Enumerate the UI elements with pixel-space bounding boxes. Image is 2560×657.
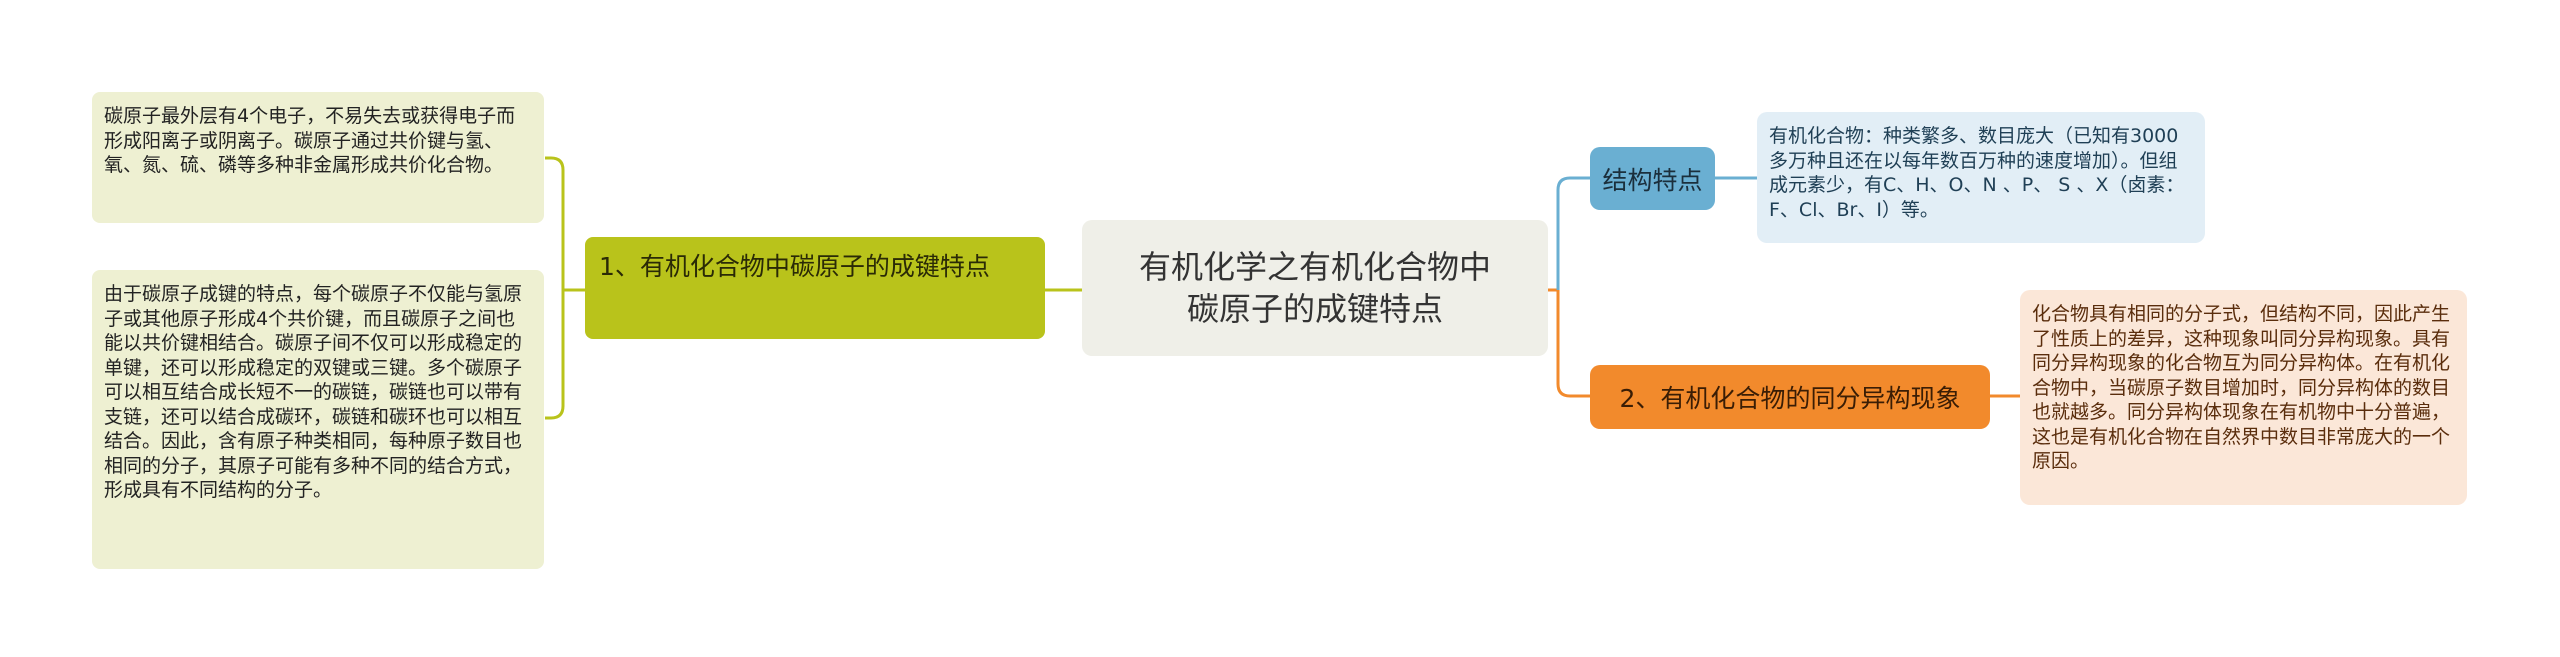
leaf-text: 碳原子最外层有4个电子，不易失去或获得电子而形成阳离子或阴离子。碳原子通过共价键… (104, 105, 516, 176)
branch-structure-features[interactable]: 结构特点 (1590, 147, 1715, 210)
branch-label: 结构特点 (1602, 165, 1703, 195)
branch-isomerism[interactable]: 2、有机化合物的同分异构现象 (1590, 365, 1990, 429)
leaf-text: 由于碳原子成键的特点，每个碳原子不仅能与氢原子或其他原子形成4个共价键，而且碳原… (104, 283, 523, 501)
leaf-text: 有机化合物：种类繁多、数目庞大（已知有3000多万种且还在以每年数百万种的速度增… (1769, 125, 2185, 221)
branch-label: 2、有机化合物的同分异构现象 (1619, 384, 1961, 413)
leaf-carbon-bonding-detail[interactable]: 由于碳原子成键的特点，每个碳原子不仅能与氢原子或其他原子形成4个共价键，而且碳原… (92, 270, 544, 569)
leaf-carbon-outer-electrons[interactable]: 碳原子最外层有4个电子，不易失去或获得电子而形成阳离子或阴离子。碳原子通过共价键… (92, 92, 544, 223)
root-title-line-1: 有机化学之有机化合物中 (1138, 248, 1491, 286)
branch-carbon-bonding-features[interactable]: 1、有机化合物中碳原子的成键特点 (585, 237, 1045, 339)
leaf-text: 化合物具有相同的分子式，但结构不同，因此产生了性质上的差异，这种现象叫同分异构现… (2032, 303, 2451, 472)
connector-branch-1-to-leaf-2 (545, 290, 565, 420)
branch-label: 1、有机化合物中碳原子的成键特点 (599, 252, 990, 281)
leaf-organic-compound-variety[interactable]: 有机化合物：种类繁多、数目庞大（已知有3000多万种且还在以每年数百万种的速度增… (1757, 112, 2205, 243)
root-title-line-2: 碳原子的成键特点 (1186, 290, 1443, 328)
root-topic[interactable]: 有机化学之有机化合物中 碳原子的成键特点 (1082, 220, 1548, 356)
connector-root-to-structure (1556, 176, 1590, 290)
leaf-isomerism-detail[interactable]: 化合物具有相同的分子式，但结构不同，因此产生了性质上的差异，这种现象叫同分异构现… (2020, 290, 2467, 505)
connector-root-to-branch-2 (1556, 290, 1590, 398)
connector-branch-1-to-leaf-1 (545, 156, 565, 290)
